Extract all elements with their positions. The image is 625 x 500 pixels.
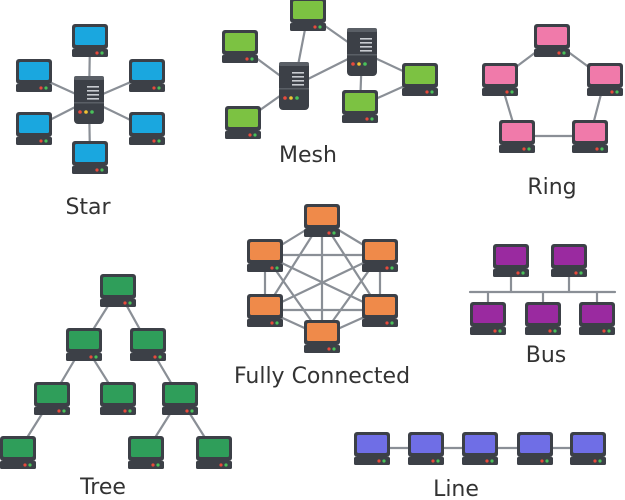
star-computer bbox=[129, 112, 165, 145]
line-computer bbox=[570, 432, 606, 465]
label-ring: Ring bbox=[527, 175, 576, 200]
bus-computer bbox=[551, 244, 587, 277]
tree-computer bbox=[130, 328, 166, 361]
mesh-server bbox=[347, 28, 377, 76]
label-fully-connected: Fully Connected bbox=[234, 364, 410, 389]
nodes-layer bbox=[0, 0, 623, 469]
mesh-computer bbox=[402, 63, 438, 96]
fully-connected-computer bbox=[247, 239, 283, 272]
tree-computer bbox=[100, 382, 136, 415]
tree-computer bbox=[34, 382, 70, 415]
ring-computer bbox=[587, 63, 623, 96]
star-computer bbox=[16, 59, 52, 92]
star-computer bbox=[16, 112, 52, 145]
label-mesh: Mesh bbox=[279, 143, 337, 168]
mesh-computer bbox=[342, 90, 378, 123]
mesh-computer bbox=[222, 30, 258, 63]
fully-connected-computer bbox=[304, 204, 340, 237]
fully-connected-computer bbox=[304, 320, 340, 353]
mesh-server bbox=[279, 62, 309, 110]
star-computer bbox=[129, 59, 165, 92]
line-computer bbox=[408, 432, 444, 465]
ring-computer bbox=[572, 120, 608, 153]
line-computer bbox=[462, 432, 498, 465]
fully-connected-computer bbox=[362, 294, 398, 327]
tree-computer bbox=[162, 382, 198, 415]
star-server bbox=[74, 76, 104, 124]
tree-computer bbox=[128, 436, 164, 469]
star-computer bbox=[72, 24, 108, 57]
tree-computer bbox=[0, 436, 36, 469]
bus-computer bbox=[470, 302, 506, 335]
fully-connected-computer bbox=[362, 239, 398, 272]
bus-computer bbox=[579, 302, 615, 335]
label-line: Line bbox=[433, 477, 479, 500]
ring-computer bbox=[482, 63, 518, 96]
label-bus: Bus bbox=[526, 343, 567, 368]
mesh-computer bbox=[290, 0, 326, 31]
ring-computer bbox=[534, 24, 570, 57]
tree-computer bbox=[196, 436, 232, 469]
bus-computer bbox=[525, 302, 561, 335]
label-star: Star bbox=[65, 195, 111, 220]
bus-computer bbox=[493, 244, 529, 277]
line-computer bbox=[354, 432, 390, 465]
mesh-computer bbox=[225, 106, 261, 139]
fully-connected-computer bbox=[247, 294, 283, 327]
ring-computer bbox=[499, 120, 535, 153]
fully-connected-link bbox=[263, 253, 382, 312]
tree-computer bbox=[66, 328, 102, 361]
label-tree: Tree bbox=[79, 475, 126, 500]
tree-computer bbox=[100, 274, 136, 307]
star-computer bbox=[72, 141, 108, 174]
line-computer bbox=[517, 432, 553, 465]
